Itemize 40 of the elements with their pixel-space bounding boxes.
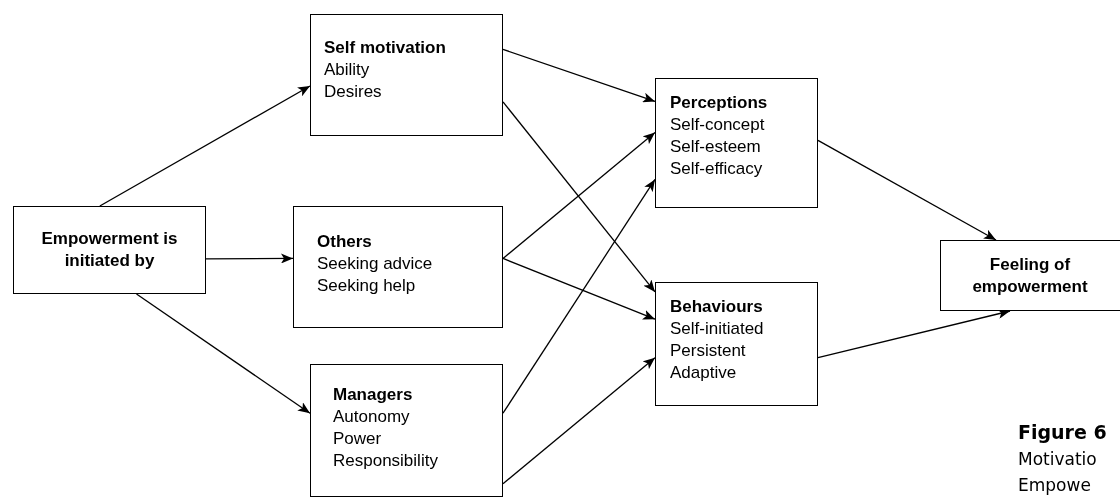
box-item: Ability: [324, 59, 371, 81]
box-heading: Managers: [333, 384, 414, 406]
text-box: [940, 240, 1120, 311]
text-box: [310, 14, 503, 136]
box-item: Power: [333, 428, 383, 450]
arrow: [502, 357, 656, 485]
box-heading: Behaviours: [670, 296, 764, 318]
arrow: [817, 139, 997, 241]
arrow: [502, 131, 656, 260]
text-box: [655, 282, 818, 406]
box-item: Seeking help: [317, 275, 417, 297]
box-item: Self-initiated: [670, 318, 765, 340]
box-item: Desires: [324, 81, 383, 103]
box-heading: Feeling of empowerment: [971, 253, 1089, 298]
box-item: Responsibility: [333, 450, 439, 472]
box-item: Seeking advice: [317, 253, 434, 275]
arrow: [205, 253, 294, 264]
figure-caption: Motivatio: [1018, 448, 1098, 471]
arrow: [502, 101, 656, 293]
box-item: Self-efficacy: [670, 158, 764, 180]
box-heading: Self motivation: [324, 37, 447, 59]
text-box: [293, 206, 503, 328]
text-box: [655, 78, 818, 208]
arrow: [502, 48, 656, 103]
box-item: Adaptive: [670, 362, 738, 384]
arrow: [502, 178, 656, 414]
figure-number: Figure 6: [1018, 420, 1107, 445]
box-item: Autonomy: [333, 406, 411, 428]
box-heading: Empowerment is initiated by: [40, 228, 179, 272]
box-item: Self-concept: [670, 114, 766, 136]
figure-caption: Empowe: [1018, 474, 1092, 497]
box-item: Persistent: [670, 340, 747, 362]
arrow: [99, 85, 311, 207]
box-heading: Perceptions: [670, 92, 769, 114]
text-box: [310, 364, 503, 497]
arrow: [502, 257, 656, 320]
box-item: Self-esteem: [670, 136, 762, 158]
box-heading: Others: [317, 231, 373, 253]
text-box: [13, 206, 206, 294]
arrow: [135, 293, 311, 414]
